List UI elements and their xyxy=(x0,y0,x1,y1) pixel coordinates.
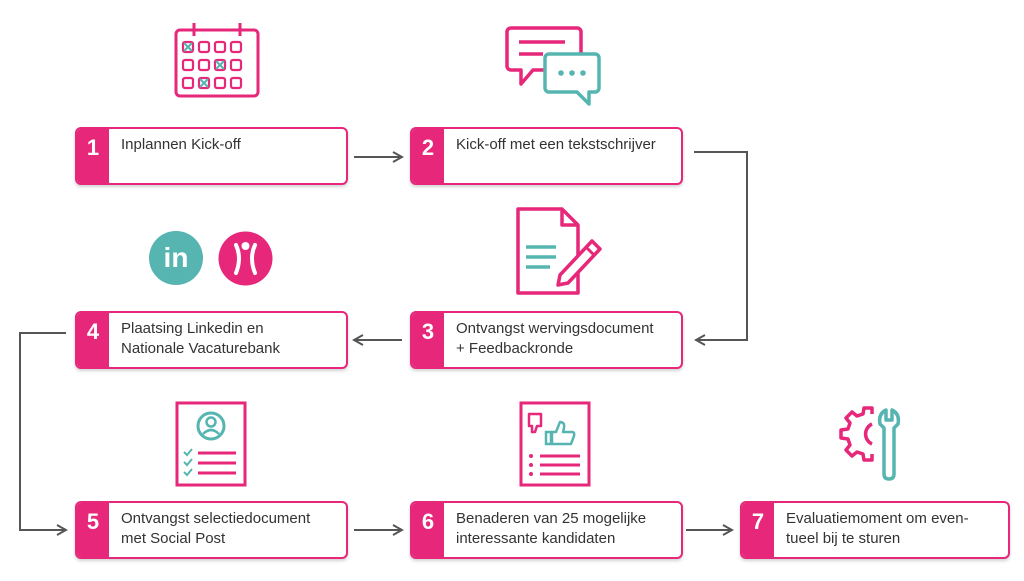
document-pen-icon xyxy=(516,207,602,295)
step-1: 1 Inplannen Kick-off xyxy=(75,127,348,185)
step-text: Benaderen van 25 mogelijke interessante … xyxy=(456,510,647,547)
thumbs-document-icon xyxy=(519,401,591,487)
step-text: Ontvangst wervingsdocument + Feedbackron… xyxy=(456,320,654,357)
step-text: Kick-off met een tekstschrijver xyxy=(456,136,656,153)
step-number: 7 xyxy=(742,503,774,557)
step-number: 2 xyxy=(412,129,444,183)
step-2: 2 Kick-off met een tekstschrijver xyxy=(410,127,683,185)
nationale-vacaturebank-icon xyxy=(218,231,273,286)
step-number: 6 xyxy=(412,503,444,557)
step-number: 4 xyxy=(77,313,109,367)
profile-document-icon xyxy=(175,401,247,487)
calendar-icon xyxy=(174,23,260,98)
step-4: 4 Plaatsing Linkedin en Nationale Vacatu… xyxy=(75,311,348,369)
linkedin-label: in xyxy=(163,242,189,273)
arrow-4-5 xyxy=(19,332,66,530)
step-number: 1 xyxy=(77,129,109,183)
step-6: 6 Benaderen van 25 mogelijke interessant… xyxy=(410,501,683,559)
step-number: 3 xyxy=(412,313,444,367)
step-text: Ontvangst selectiedocument met Social Po… xyxy=(121,510,311,547)
step-number: 5 xyxy=(77,503,109,557)
arrow-2-3 xyxy=(694,151,748,340)
gear-wrench-icon xyxy=(839,406,901,481)
step-text: Inplannen Kick-off xyxy=(121,136,241,153)
step-7: 7 Evaluatiemoment om even- tueel bij te … xyxy=(740,501,1010,559)
step-5: 5 Ontvangst selectiedocument met Social … xyxy=(75,501,348,559)
step-text: Evaluatiemoment om even- tueel bij te st… xyxy=(786,510,969,547)
step-3: 3 Ontvangst wervingsdocument + Feedbackr… xyxy=(410,311,683,369)
chat-bubbles-icon xyxy=(505,26,601,106)
step-text: Plaatsing Linkedin en Nationale Vacature… xyxy=(121,320,280,357)
linkedin-icon: in xyxy=(149,231,203,285)
